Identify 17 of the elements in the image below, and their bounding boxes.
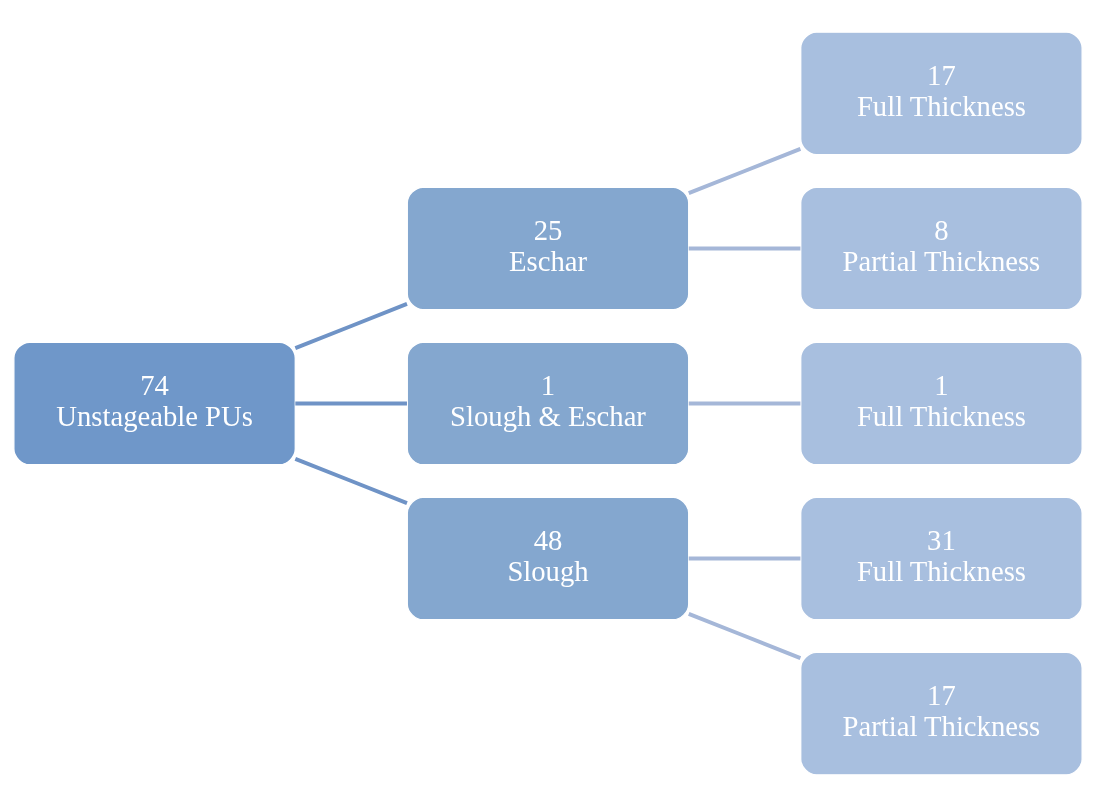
connector (688, 401, 801, 405)
node-box: 17 Full Thickness (800, 31, 1083, 155)
node-box: 1 Full Thickness (800, 341, 1083, 465)
node-box: 48 Slough (406, 496, 690, 620)
node-box: 17 Partial Thickness (800, 651, 1083, 775)
connector (688, 246, 801, 250)
node-box: 25 Eschar (406, 186, 690, 310)
connector (295, 401, 407, 405)
connector (688, 611, 802, 660)
connector (294, 456, 408, 505)
connector (294, 301, 408, 350)
node-box: 31 Full Thickness (800, 496, 1083, 620)
node-box: 74 Unstageable PUs (13, 341, 296, 465)
connector (688, 556, 801, 560)
node-box: 1 Slough & Eschar (406, 341, 690, 465)
connector (688, 146, 802, 195)
node-box: 8 Partial Thickness (800, 186, 1083, 310)
